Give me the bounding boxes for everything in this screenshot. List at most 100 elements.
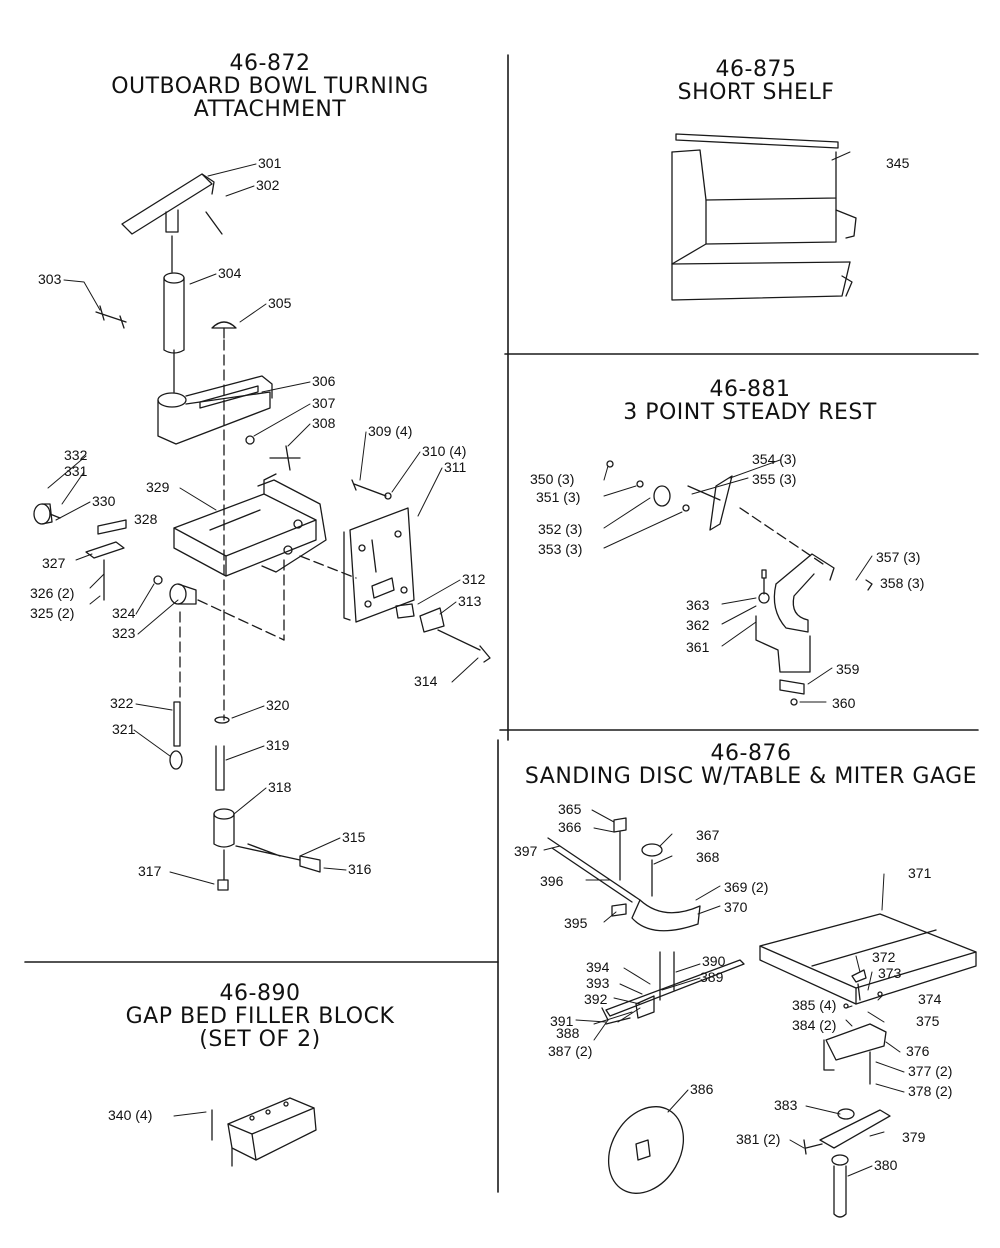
part-callout: 324 <box>112 605 136 621</box>
part-callout: 308 <box>312 415 336 431</box>
part-callout: 303 <box>38 271 62 287</box>
section-title: 3 POINT STEADY REST <box>623 400 877 425</box>
part-callout: 361 <box>686 639 710 655</box>
part-callout: 314 <box>414 673 438 689</box>
part-callout: 332 <box>64 447 88 463</box>
part-callout: 351 (3) <box>536 489 581 505</box>
part-callout: 381 (2) <box>736 1131 781 1147</box>
part-callout: 393 <box>586 975 610 991</box>
part-callout: 352 (3) <box>538 521 583 537</box>
part-callout: 311 <box>444 459 467 475</box>
part-callout: 387 (2) <box>548 1043 593 1059</box>
leader-lines <box>47 151 905 1177</box>
part-callout: 367 <box>696 827 720 843</box>
part-callout: 375 <box>916 1013 940 1029</box>
part-callout: 304 <box>218 265 242 281</box>
part-callout: 374 <box>918 991 942 1007</box>
section-title: GAP BED FILLER BLOCK <box>125 1004 395 1029</box>
part-callout: 379 <box>902 1129 926 1145</box>
part-callout: 373 <box>878 965 902 981</box>
section-title: SANDING DISC W/TABLE & MITER GAGE <box>524 764 978 789</box>
model-number: 46-876 <box>710 741 792 766</box>
part-callout: 322 <box>110 695 134 711</box>
part-callout: 380 <box>874 1157 898 1173</box>
part-callout: 378 (2) <box>908 1083 953 1099</box>
sanding-disc-drawing <box>547 817 977 1218</box>
part-callout: 396 <box>540 873 564 889</box>
part-callout: 354 (3) <box>752 451 797 467</box>
part-callout: 321 <box>112 721 136 737</box>
part-callout: 355 (3) <box>752 471 797 487</box>
part-callout: 307 <box>312 395 336 411</box>
part-callout: 319 <box>266 737 290 753</box>
part-callout: 371 <box>908 865 932 881</box>
part-callout: 340 (4) <box>108 1107 153 1123</box>
part-callout: 384 (2) <box>792 1017 837 1033</box>
outboard-attachment-drawing <box>33 173 491 891</box>
section-title: (SET OF 2) <box>199 1027 321 1052</box>
section-title: ATTACHMENT <box>193 97 347 122</box>
part-callout: 377 (2) <box>908 1063 953 1079</box>
part-callout: 368 <box>696 849 720 865</box>
part-callout: 358 (3) <box>880 575 925 591</box>
part-callout: 366 <box>558 819 582 835</box>
part-callout: 331 <box>64 463 88 479</box>
heading-steady-rest: 46-881 3 POINT STEADY REST <box>610 378 890 424</box>
short-shelf-drawing <box>671 133 857 301</box>
part-callout: 330 <box>92 493 116 509</box>
part-callout: 326 (2) <box>30 585 75 601</box>
part-callout: 323 <box>112 625 136 641</box>
section-title: SHORT SHELF <box>677 80 835 105</box>
heading-short-shelf: 46-875 SHORT SHELF <box>656 58 856 104</box>
part-callout: 310 (4) <box>422 443 467 459</box>
model-number: 46-881 <box>709 377 791 402</box>
part-callout: 363 <box>686 597 710 613</box>
part-callout: 317 <box>138 863 162 879</box>
part-callout: 301 <box>258 155 282 171</box>
model-number: 46-875 <box>715 57 797 82</box>
part-callout: 328 <box>134 511 158 527</box>
part-callout: 383 <box>774 1097 798 1113</box>
section-dividers <box>24 54 979 1193</box>
part-callout: 315 <box>342 829 366 845</box>
heading-sanding-disc: 46-876 SANDING DISC W/TABLE & MITER GAGE <box>516 742 986 788</box>
part-callout: 353 (3) <box>538 541 583 557</box>
part-callout: 325 (2) <box>30 605 75 621</box>
part-callout: 395 <box>564 915 588 931</box>
part-callout: 318 <box>268 779 292 795</box>
part-callout: 316 <box>348 861 372 877</box>
part-callout: 362 <box>686 617 710 633</box>
part-callout: 389 <box>700 969 724 985</box>
part-callout: 345 <box>886 155 910 171</box>
part-callout: 360 <box>832 695 856 711</box>
part-callout: 372 <box>872 949 896 965</box>
part-callout: 302 <box>256 177 280 193</box>
part-callout: 385 (4) <box>792 997 837 1013</box>
heading-filler-block: 46-890 GAP BED FILLER BLOCK (SET OF 2) <box>110 982 410 1051</box>
heading-outboard: 46-872 OUTBOARD BOWL TURNING ATTACHMENT <box>100 52 440 121</box>
part-callout: 386 <box>690 1081 714 1097</box>
part-callout: 388 <box>556 1025 580 1041</box>
part-callout: 391 <box>550 1013 574 1029</box>
part-callout: 312 <box>462 571 486 587</box>
part-callout: 397 <box>514 843 538 859</box>
filler-block-drawing <box>211 1097 317 1167</box>
part-callout: 320 <box>266 697 290 713</box>
part-callout: 376 <box>906 1043 930 1059</box>
part-callout: 394 <box>586 959 610 975</box>
part-callout: 313 <box>458 593 482 609</box>
part-callout: 305 <box>268 295 292 311</box>
part-callout: 359 <box>836 661 860 677</box>
part-callout: 306 <box>312 373 336 389</box>
model-number: 46-872 <box>229 51 311 76</box>
part-callout: 365 <box>558 801 582 817</box>
model-number: 46-890 <box>219 981 301 1006</box>
part-callout: 327 <box>42 555 66 571</box>
part-callout: 392 <box>584 991 608 1007</box>
part-callout: 329 <box>146 479 170 495</box>
part-callout: 369 (2) <box>724 879 769 895</box>
section-title: OUTBOARD BOWL TURNING <box>111 74 429 99</box>
part-callout: 350 (3) <box>530 471 575 487</box>
steady-rest-drawing <box>606 460 873 706</box>
